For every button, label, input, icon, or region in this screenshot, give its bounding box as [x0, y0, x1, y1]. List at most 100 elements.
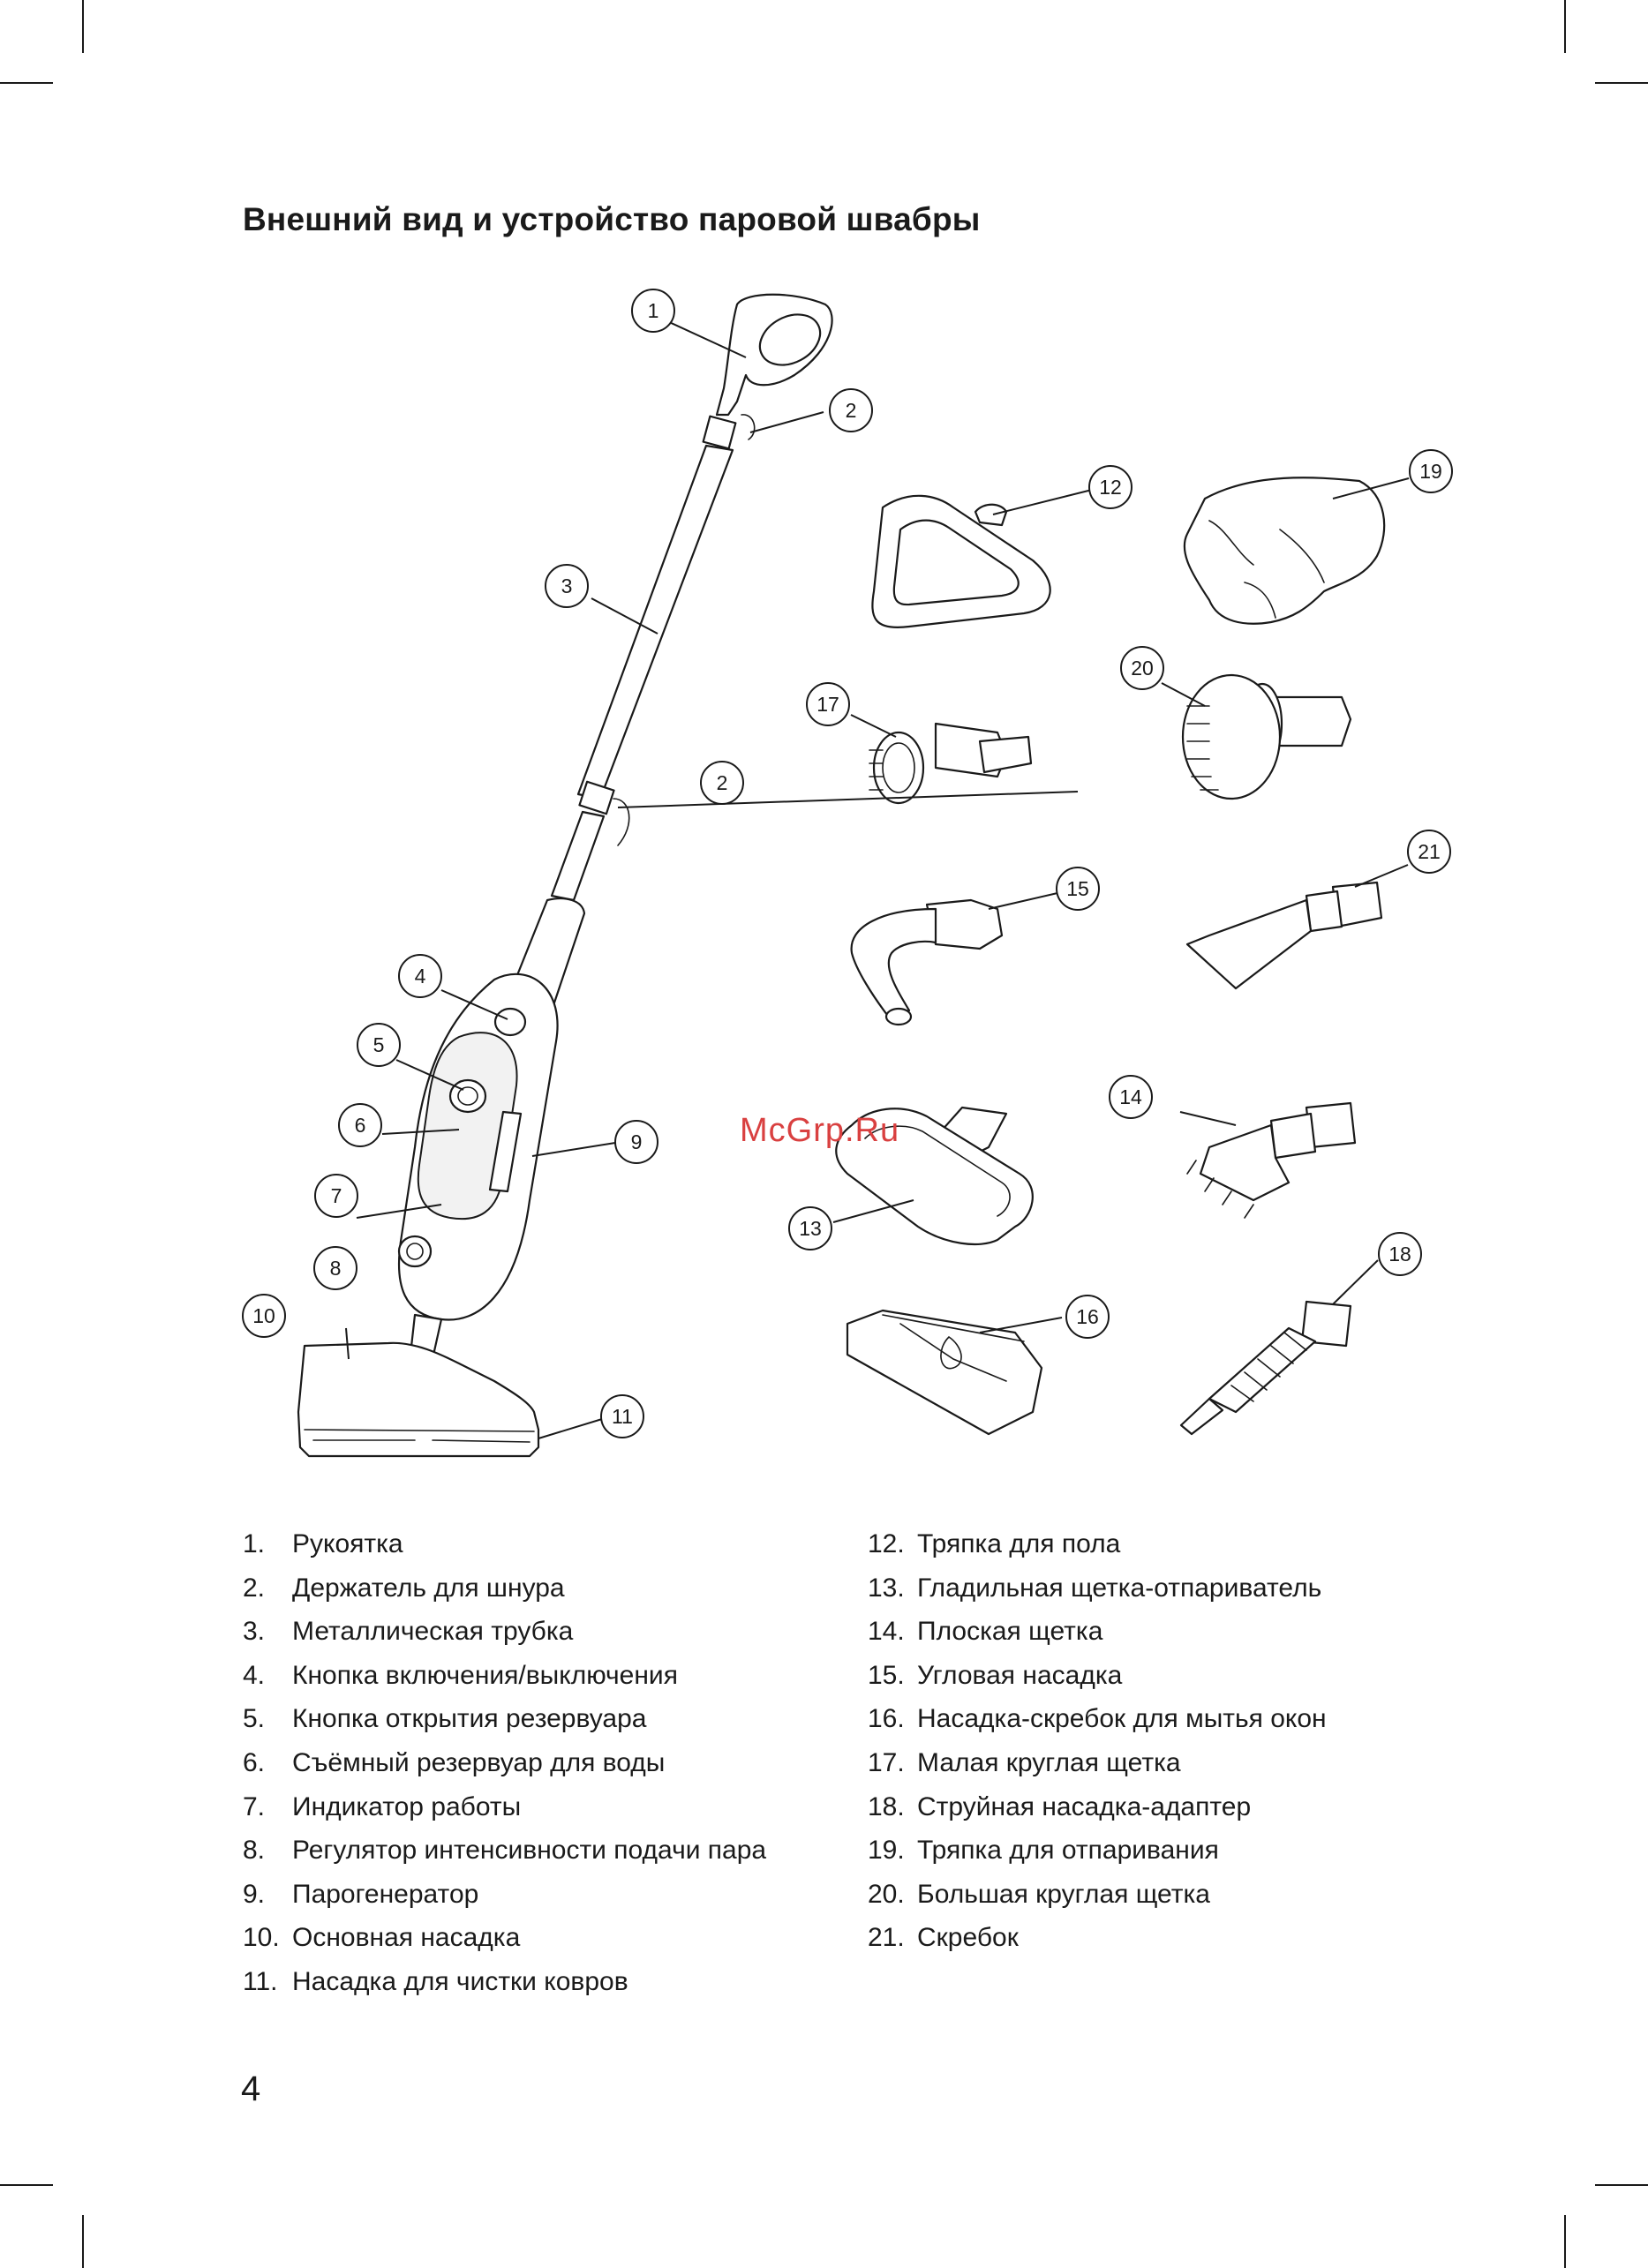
legend-item: 19. Тряпка для отпаривания — [868, 1833, 1327, 1877]
legend-number: 5. — [243, 1704, 266, 1734]
legend-text: Основная насадка — [292, 1923, 521, 1953]
legend-item: 18.Струйная насадка-адаптер — [868, 1790, 1327, 1834]
legend-text: Насадка для чистки ковров — [292, 1966, 628, 1996]
legend-item: 11. Насадка для чистки ковров — [243, 1964, 766, 2009]
legend-item: 16.Насадка-скребок для мытья окон — [868, 1701, 1327, 1746]
svg-text:3: 3 — [561, 575, 573, 597]
floor-cloth-illustration — [871, 494, 1051, 629]
legend-number: 11. — [243, 1966, 278, 1996]
callout-8: 8 — [313, 1246, 357, 1290]
svg-text:18: 18 — [1388, 1243, 1411, 1265]
callout-10: 10 — [242, 1294, 286, 1338]
callout-12: 12 — [1088, 465, 1133, 509]
callout-7: 7 — [314, 1174, 358, 1218]
parts-legend-right: 12. Тряпка для пола 13.Гладильная щетка-о… — [868, 1527, 1327, 1964]
callout-6: 6 — [338, 1103, 382, 1147]
legend-text: Металлическая трубка — [292, 1617, 574, 1647]
callout-2: 2 — [829, 388, 873, 432]
svg-text:4: 4 — [415, 965, 426, 988]
legend-number: 7. — [243, 1791, 266, 1821]
legend-number: 12. — [868, 1529, 905, 1558]
watermark: McGrp.Ru — [740, 1112, 900, 1149]
crop-mark — [1564, 0, 1566, 53]
legend-text: Тряпка для пола — [917, 1529, 1121, 1558]
legend-text: Скребок — [917, 1923, 1019, 1953]
callout-1: 1 — [631, 289, 675, 333]
legend-text: Парогенератор — [292, 1879, 479, 1909]
legend-number: 21. — [868, 1923, 905, 1953]
svg-text:2: 2 — [717, 771, 728, 794]
callout-15: 15 — [1056, 867, 1100, 911]
legend-text: Плоская щетка — [917, 1617, 1103, 1647]
scraper-illustration — [1185, 881, 1383, 990]
legend-number: 14. — [868, 1617, 905, 1647]
legend-item: 8.Регулятор интенсивности подачи пара — [243, 1833, 766, 1877]
flat-brush-illustration — [1186, 1101, 1357, 1219]
jet-nozzle-adapter-illustration — [1179, 1300, 1352, 1436]
steam-cloth-illustration — [1183, 477, 1386, 625]
legend-number: 2. — [243, 1573, 266, 1603]
svg-text:17: 17 — [816, 693, 839, 716]
svg-text:7: 7 — [331, 1184, 342, 1207]
legend-item: 3.Металлическая трубка — [243, 1614, 766, 1658]
crop-mark — [82, 2215, 84, 2268]
svg-text:20: 20 — [1131, 657, 1154, 680]
legend-item: 12. Тряпка для пола — [868, 1527, 1327, 1571]
legend-text: Кнопка открытия резервуара — [292, 1704, 647, 1734]
legend-number: 17. — [868, 1747, 905, 1777]
parts-legend-left: 1.Рукоятка 2. Держатель для шнура 3.Метал… — [243, 1527, 766, 2009]
crop-mark — [82, 0, 84, 53]
svg-text:12: 12 — [1099, 476, 1122, 499]
legend-text: Угловая насадка — [917, 1660, 1123, 1690]
steam-mop-illustration — [297, 293, 833, 1458]
svg-text:10: 10 — [252, 1304, 275, 1327]
callout-9: 9 — [614, 1120, 658, 1164]
callout-5: 5 — [357, 1023, 401, 1067]
legend-number: 8. — [243, 1836, 266, 1866]
large-round-brush-illustration — [1181, 673, 1352, 800]
legend-text: Тряпка для отпаривания — [917, 1836, 1219, 1866]
callout-17: 17 — [806, 682, 850, 726]
small-round-brush-illustration — [869, 722, 1033, 805]
callout-19: 19 — [1409, 449, 1453, 493]
callout-14: 14 — [1109, 1075, 1153, 1119]
legend-number: 9. — [243, 1879, 266, 1909]
legend-number: 16. — [868, 1704, 905, 1734]
legend-item: 13.Гладильная щетка-отпариватель — [868, 1571, 1327, 1615]
legend-text: Держатель для шнура — [292, 1573, 565, 1603]
leader-lines — [345, 320, 1410, 1439]
legend-text: Большая круглая щетка — [917, 1879, 1210, 1909]
svg-text:9: 9 — [631, 1130, 643, 1153]
legend-item: 6.Съёмный резервуар для воды — [243, 1746, 766, 1790]
legend-item: 1.Рукоятка — [243, 1527, 766, 1571]
legend-number: 19. — [868, 1836, 905, 1866]
crop-mark — [1564, 2215, 1566, 2268]
legend-text: Струйная насадка-адаптер — [917, 1791, 1252, 1821]
legend-number: 15. — [868, 1660, 905, 1690]
callout-11: 11 — [600, 1394, 644, 1438]
ironing-brush-illustration — [835, 1106, 1034, 1246]
crop-mark — [0, 82, 53, 84]
legend-number: 20. — [868, 1879, 905, 1909]
legend-text: Индикатор работы — [292, 1791, 522, 1821]
window-squeegee-illustration — [846, 1309, 1043, 1436]
legend-number: 10. — [243, 1923, 280, 1953]
callout-21: 21 — [1407, 830, 1451, 874]
legend-number: 1. — [243, 1529, 266, 1558]
svg-text:21: 21 — [1418, 840, 1441, 863]
legend-text: Съёмный резервуар для воды — [292, 1747, 666, 1777]
legend-number: 13. — [868, 1573, 905, 1603]
callout-16: 16 — [1065, 1295, 1110, 1339]
legend-text: Малая круглая щетка — [917, 1747, 1181, 1777]
legend-item: 14. Плоская щетка — [868, 1614, 1327, 1658]
crop-mark — [0, 2184, 53, 2186]
legend-item: 9. Парогенератор — [243, 1877, 766, 1921]
callout-3: 3 — [545, 564, 589, 608]
svg-text:1: 1 — [648, 299, 659, 322]
callout-2: 2 — [700, 761, 744, 805]
legend-item: 21. Скребок — [868, 1920, 1327, 1964]
svg-text:16: 16 — [1076, 1305, 1099, 1328]
crop-mark — [1595, 82, 1648, 84]
page-number: 4 — [241, 2069, 261, 2108]
legend-item: 2. Держатель для шнура — [243, 1571, 766, 1615]
